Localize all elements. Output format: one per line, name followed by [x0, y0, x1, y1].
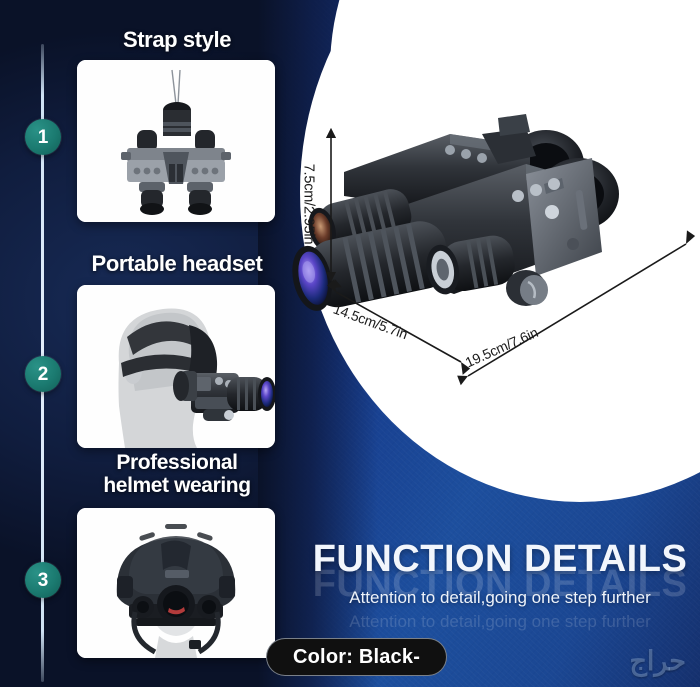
function-details-block: FUNCTION DETAILS Attention to detail,goi… — [300, 540, 700, 606]
color-option-pill[interactable]: Color: Black- — [266, 638, 448, 676]
feature-title-helmet-wearing: Professional helmet wearing — [64, 451, 290, 497]
function-details-heading: FUNCTION DETAILS — [312, 538, 688, 580]
timeline-step-badge-2: 2 — [25, 356, 61, 392]
feature-card-strap-style[interactable] — [77, 60, 275, 222]
feature-card-helmet-wearing[interactable] — [77, 508, 275, 658]
haraj-watermark: حراج — [629, 646, 686, 676]
feature-card-portable-headset[interactable] — [77, 285, 275, 448]
function-details-heading-reflection: FUNCTION DETAILS — [312, 563, 688, 605]
timeline-step-badge-3: 3 — [25, 562, 61, 598]
timeline-step-badge-1: 1 — [25, 119, 61, 155]
strap-style-image — [77, 60, 275, 222]
portable-headset-image — [77, 285, 275, 448]
feature-title-portable-headset: Portable headset — [91, 251, 263, 276]
dimension-height: 7.5cm/2.95in — [297, 128, 319, 280]
dimension-height-label: 7.5cm/2.95in — [300, 163, 316, 245]
feature-title-strap-style: Strap style — [122, 27, 232, 52]
helmet-wearing-image — [77, 508, 275, 658]
feature-title-helmet-line: Professional helmet wearing — [103, 451, 251, 497]
function-details-subheading: Attention to detail,going one step furth… — [349, 588, 651, 607]
function-details-subheading-reflection: Attention to detail,going one step furth… — [349, 612, 651, 631]
